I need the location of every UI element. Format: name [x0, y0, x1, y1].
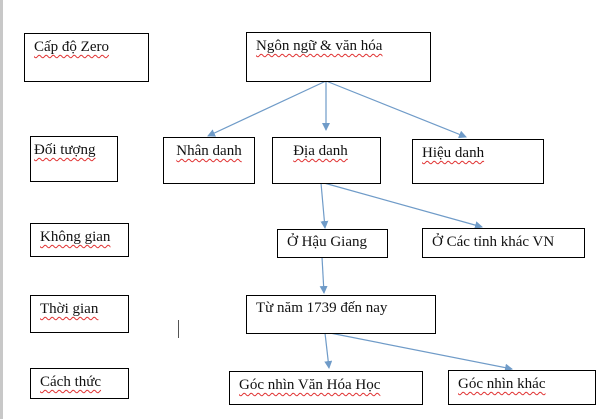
level-zero-label: Cấp độ Zero	[34, 39, 109, 55]
node-other-provinces: Ở Các tỉnh khác VN	[422, 228, 585, 258]
node-since-1739-label: Từ năm 1739 đến nay	[256, 300, 388, 316]
node-cultural-view-label: Góc nhìn Văn Hóa Học	[239, 377, 381, 393]
node-brand-names-label: Hiệu danh	[422, 145, 485, 161]
level-object-label: Đối tượng	[34, 142, 96, 158]
node-hau-giang: Ở Hậu Giang	[277, 229, 388, 258]
level-method-label: Cách thức	[40, 374, 102, 390]
node-place-names: Địa danh	[272, 137, 381, 184]
level-space-label: Không gian	[40, 229, 111, 245]
level-space-box: Không gian	[30, 223, 129, 257]
node-other-provinces-label: Ở Các tỉnh khác VN	[432, 234, 555, 250]
page-left-edge	[0, 0, 3, 419]
node-cultural-view: Góc nhìn Văn Hóa Học	[229, 371, 423, 405]
node-personal-names-label: Nhân danh	[176, 143, 242, 159]
node-other-view-label: Góc nhìn khác	[458, 376, 546, 392]
node-brand-names: Hiệu danh	[412, 139, 544, 184]
level-time-label: Thời gian	[40, 301, 99, 317]
node-hau-giang-label: Ở Hậu Giang	[287, 234, 367, 250]
level-time-box: Thời gian	[30, 295, 129, 333]
node-root-label: Ngôn ngữ & văn hóa	[256, 38, 383, 54]
text-cursor	[178, 320, 179, 338]
level-method-box: Cách thức	[30, 368, 129, 399]
level-zero-box: Cấp độ Zero	[24, 33, 149, 82]
node-place-names-label: Địa danh	[293, 143, 348, 159]
level-object-box: Đối tượng	[30, 136, 118, 182]
node-root: Ngôn ngữ & văn hóa	[246, 32, 431, 82]
node-other-view: Góc nhìn khác	[448, 370, 596, 405]
node-personal-names: Nhân danh	[163, 137, 255, 184]
node-since-1739: Từ năm 1739 đến nay	[246, 295, 436, 334]
